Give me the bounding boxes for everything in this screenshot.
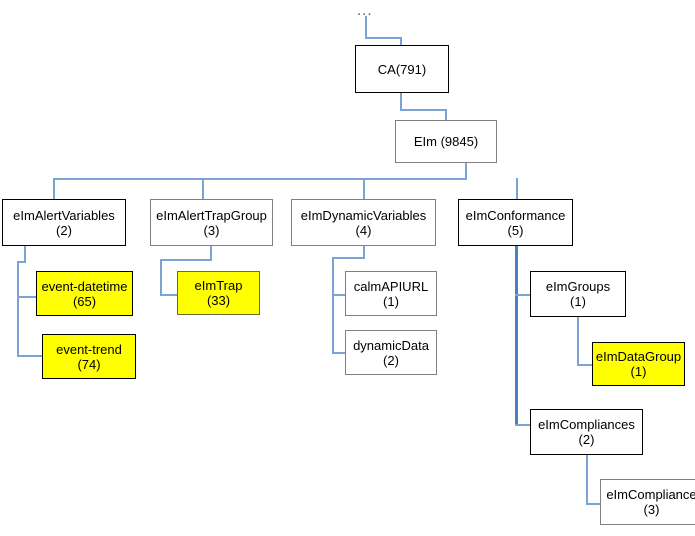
node-elmdynamicvariables-count: (4) <box>355 222 372 238</box>
node-elm[interactable]: EIm (9845) <box>395 120 497 163</box>
node-elmcompliances[interactable]: eImCompliances (2) <box>530 409 643 455</box>
edge-dynamicvariables-left <box>332 257 365 259</box>
node-event-datetime-label: event-datetime <box>41 278 128 294</box>
node-elmdatagroup-count: (1) <box>630 364 647 379</box>
edge-ellipsis-across <box>365 37 402 39</box>
node-elmdynamicvariables[interactable]: eImDynamicVariables (4) <box>291 199 436 246</box>
node-elmalerttrapgroup[interactable]: eImAlertTrapGroup (3) <box>150 199 273 246</box>
node-elmtrap-label: eImTrap <box>194 278 243 293</box>
node-elmtrap-count: (33) <box>206 293 231 308</box>
node-elmtrap[interactable]: eImTrap (33) <box>177 271 260 315</box>
node-elmgroups[interactable]: eImGroups (1) <box>530 271 626 317</box>
edge-dynamicvariables-down <box>363 245 365 259</box>
node-elmgroups-label: eImGroups <box>545 279 611 294</box>
node-elmcompliance[interactable]: eImCompliance (3) <box>600 479 695 525</box>
edge-child-bus <box>53 178 467 180</box>
edge-alerttrapgroup-down <box>210 245 212 261</box>
edge-bus-to-alerttrapgroup <box>202 178 204 199</box>
node-elmcompliance-count: (3) <box>643 502 660 517</box>
edge-ca-into-elm <box>445 109 447 121</box>
node-elmalertvariables-label: eImAlertVariables <box>13 207 115 223</box>
node-elmalerttrapgroup-count: (3) <box>203 222 220 238</box>
node-event-trend-label: event-trend <box>56 341 122 357</box>
edge-to-elmdatagroup <box>577 364 595 366</box>
node-elmconformance-label: eImConformance <box>465 207 566 223</box>
node-elmdatagroup[interactable]: eImDataGroup (1) <box>592 342 685 386</box>
edge-to-elmcompliance <box>586 503 602 505</box>
edge-bus-to-conformance <box>516 178 518 199</box>
edge-bus-to-dynamicvariables <box>363 178 365 199</box>
node-dynamicdata-label: dynamicData <box>353 337 429 353</box>
edge-alertvariables-down <box>24 245 26 263</box>
edge-alerttrapgroup-left <box>160 259 212 261</box>
node-dynamicdata[interactable]: dynamicData (2) <box>345 330 437 375</box>
edge-to-event-datetime <box>17 296 37 298</box>
edge-to-dynamicdata <box>332 352 346 354</box>
edge-alertvariables-left <box>17 261 26 263</box>
node-elmgroups-count: (1) <box>570 294 586 309</box>
node-elmcompliances-count: (2) <box>578 432 595 447</box>
node-elmdynamicvariables-label: eImDynamicVariables <box>300 207 427 223</box>
node-elmconformance[interactable]: eImConformance (5) <box>458 199 573 246</box>
node-event-trend-count: (74) <box>77 356 101 372</box>
root-ellipsis: ... <box>357 2 373 19</box>
edge-ca-down <box>400 92 402 111</box>
node-elmcompliances-label: eImCompliances <box>538 417 635 432</box>
node-event-trend[interactable]: event-trend (74) <box>42 334 136 379</box>
edge-conformance-spine <box>515 245 518 425</box>
edge-ca-across <box>400 109 447 111</box>
edge-to-elmtrap <box>160 294 178 296</box>
node-elmalertvariables[interactable]: eImAlertVariables (2) <box>2 199 126 246</box>
edge-to-elmcompliances <box>515 424 531 426</box>
edge-alerttrapgroup-spine <box>160 259 162 296</box>
edge-to-elmgroups <box>515 294 531 296</box>
node-ca-label: CA(791) <box>377 61 427 77</box>
node-elm-label: EIm (9845) <box>413 134 479 149</box>
edge-elmgroups-down <box>577 317 579 365</box>
edge-bus-to-alertvariables <box>53 178 55 199</box>
node-dynamicdata-count: (2) <box>383 352 399 368</box>
node-event-datetime-count: (65) <box>72 293 97 309</box>
edge-to-calmapiurl <box>332 294 346 296</box>
edge-to-event-trend <box>17 355 43 357</box>
node-calmapiurl-label: calmAPIURL <box>353 278 429 294</box>
node-elmconformance-count: (5) <box>507 222 524 238</box>
node-ca[interactable]: CA(791) <box>355 45 449 93</box>
node-event-datetime[interactable]: event-datetime (65) <box>36 271 133 316</box>
edge-elm-down <box>465 162 467 180</box>
edge-ellipsis-down <box>365 16 367 38</box>
node-calmapiurl[interactable]: calmAPIURL (1) <box>345 271 437 316</box>
edge-ellipsis-into-ca <box>400 37 402 51</box>
edge-alertvariables-spine <box>17 261 19 357</box>
node-elmalertvariables-count: (2) <box>56 222 72 238</box>
edge-dynamicvariables-spine <box>332 257 334 354</box>
node-elmdatagroup-label: eImDataGroup <box>595 349 682 364</box>
node-calmapiurl-count: (1) <box>383 293 399 309</box>
edge-elmcompliances-down <box>586 455 588 505</box>
node-elmcompliance-label: eImCompliance <box>606 487 695 502</box>
node-elmalerttrapgroup-label: eImAlertTrapGroup <box>156 207 267 223</box>
